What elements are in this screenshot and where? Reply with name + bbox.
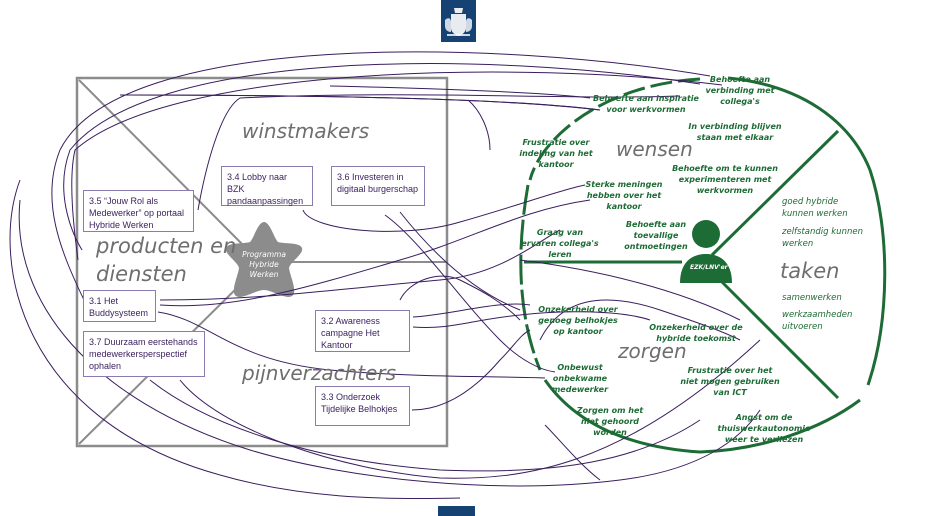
section-zorgen: zorgen <box>618 339 687 363</box>
star-label: Programma Hybride Werken <box>234 250 294 280</box>
section-pijnverzachters: pijnverzachters <box>242 361 397 385</box>
section-producten: producten en <box>96 234 237 258</box>
zorg-item: Onzekerheid over genoeg belhokjes op kan… <box>538 305 618 336</box>
wens-item: Behoefte aan verbinding met collega's <box>705 75 775 106</box>
value-map-border <box>75 76 449 448</box>
value-map-diagonal-top <box>78 79 246 248</box>
wens-item: Behoefte aan toevallige ontmoetingen <box>624 220 688 251</box>
wens-item: Graag van ervaren collega's leren <box>521 228 599 259</box>
zorg-item: Zorgen om het niet gehoord worden <box>576 406 644 437</box>
taak-item: goed hybride kunnen werken <box>782 197 848 219</box>
box-3-7[interactable]: 3.7 Duurzaam eerstehands medewerkerspers… <box>83 331 205 377</box>
section-winstmakers: winstmakers <box>242 119 370 143</box>
divider-line-top <box>710 129 840 257</box>
taak-item: samenwerken <box>782 293 842 303</box>
wens-item: Sterke meningen hebben over het kantoor <box>585 180 663 211</box>
section-taken: taken <box>780 259 840 283</box>
wens-item: Behoefte om te kunnen experimenteren met… <box>672 164 778 195</box>
section-wensen: wensen <box>616 137 693 161</box>
wens-item: In verbinding blijven staan met elkaar <box>688 122 782 142</box>
section-diensten: diensten <box>96 262 187 286</box>
circle-arc-bottom <box>543 379 861 454</box>
zorg-item: Onbewust onbekwame medewerker <box>551 363 609 394</box>
taak-item: zelfstandig kunnen werken <box>782 227 863 249</box>
circle-arc-left <box>528 77 701 181</box>
zorg-item: Frustratie over het niet mogen gebruiken… <box>680 366 780 397</box>
star-shape <box>225 222 303 297</box>
box-3-5[interactable]: 3.5 “Jouw Rol als Medewerker” op portaal… <box>83 190 194 232</box>
rijksoverheid-logo <box>441 0 476 42</box>
person-label: EZK/LNV'er <box>690 264 728 271</box>
customer-profile-circle <box>519 76 887 454</box>
footer-brand-bar <box>438 506 475 516</box>
connector-lines <box>9 51 761 500</box>
circle-arc-left-2 <box>519 184 542 371</box>
star-label-line: Hybride <box>249 260 279 269</box>
star-label-line: Werken <box>249 270 279 279</box>
zorg-item: Angst om de thuiswerkautonomie weer te v… <box>717 413 811 444</box>
zorg-item: Onzekerheid over de hybride toekomst <box>649 323 743 343</box>
circle-arc-right <box>727 76 887 386</box>
wens-item: Frustratie over indeling van het kantoor <box>519 138 593 169</box>
box-3-4[interactable]: 3.4 Lobby naar BZK pandaanpassingen <box>221 166 313 206</box>
person-icon <box>680 220 732 283</box>
box-3-3[interactable]: 3.3 Onderzoek Tijdelijke Belhokjes <box>315 386 410 426</box>
divider-line-bottom <box>716 276 840 400</box>
taak-item: werkzaamheden uitvoeren <box>782 310 853 332</box>
wens-item: Behoefte aan inspiratie voor werkvormen <box>593 94 699 114</box>
box-3-1[interactable]: 3.1 Het Buddysysteem <box>83 290 156 322</box>
coat-of-arms-icon <box>445 8 472 36</box>
box-3-6[interactable]: 3.6 Investeren in digitaal burgerschap <box>331 166 425 206</box>
star-label-line: Programma <box>242 250 286 259</box>
box-3-2[interactable]: 3.2 Awareness campagne Het Kantoor <box>315 310 410 352</box>
